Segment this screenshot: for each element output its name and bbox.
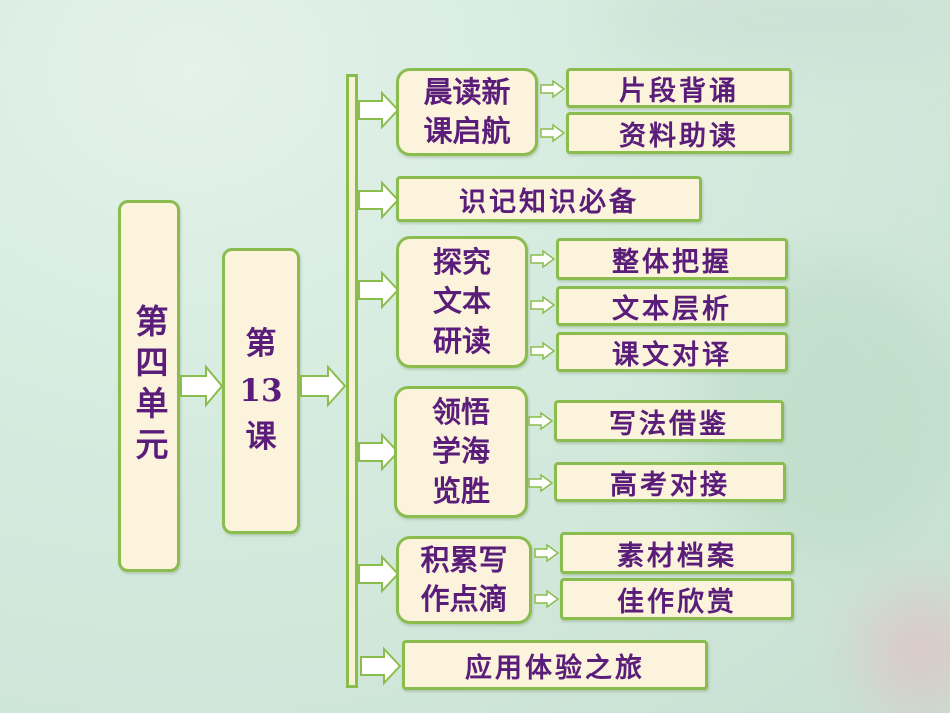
section-box-6: 应用体验之旅 <box>402 640 708 690</box>
child-box-1a: 片段背诵 <box>566 68 792 108</box>
section-box-3: 探究 文本 研读 <box>396 236 528 368</box>
arrow-small-4a <box>528 411 554 431</box>
section-box-2: 识记知识必备 <box>396 176 702 222</box>
child-box-3b: 文本层析 <box>556 286 788 326</box>
arrow-small-1a <box>540 79 566 99</box>
arrow-unit-to-lesson <box>180 364 224 408</box>
child-label-4b: 高考对接 <box>610 469 730 501</box>
section-box-5: 积累写 作点滴 <box>396 536 532 624</box>
arrow-small-3a <box>530 249 556 269</box>
arrow-to-section-3 <box>358 270 400 310</box>
arrow-to-section-2 <box>358 180 400 220</box>
lesson-box: 第 13 课 <box>222 248 300 534</box>
arrow-small-5a <box>534 543 560 563</box>
child-label-4a: 写法借鉴 <box>609 408 729 440</box>
child-box-5b: 佳作欣赏 <box>560 578 794 620</box>
section-box-4: 领悟 学海 览胜 <box>394 386 528 518</box>
unit-label: 第四单元 <box>130 304 169 468</box>
section-label-1: 晨读新 课启航 <box>423 74 511 148</box>
child-box-1b: 资料助读 <box>566 112 792 154</box>
child-box-3a: 整体把握 <box>556 238 788 280</box>
arrow-small-3b <box>530 295 556 315</box>
arrow-small-3c <box>530 341 556 361</box>
section-label-3: 探究 文本 研读 <box>432 245 491 358</box>
section-bracket <box>346 74 358 688</box>
child-label-1b: 资料助读 <box>619 120 739 152</box>
arrow-to-section-4 <box>358 432 400 472</box>
section-label-4: 领悟 学海 览胜 <box>431 395 490 508</box>
section-label-5: 积累写 作点滴 <box>420 542 508 616</box>
arrow-to-section-1 <box>358 90 400 130</box>
arrow-lesson-to-bracket <box>300 364 347 408</box>
child-box-4b: 高考对接 <box>554 462 786 502</box>
lesson-label: 第 13 课 <box>239 326 283 456</box>
section-label-2: 识记知识必备 <box>459 186 639 218</box>
child-label-3b: 文本层析 <box>612 293 732 325</box>
arrow-to-section-5 <box>358 554 400 594</box>
child-label-1a: 片段背诵 <box>619 75 739 107</box>
arrow-small-5b <box>534 589 560 609</box>
section-box-1: 晨读新 课启航 <box>396 68 538 156</box>
child-label-5a: 素材档案 <box>617 540 737 572</box>
child-label-3c: 课文对译 <box>612 339 732 371</box>
arrow-to-section-6 <box>360 646 402 686</box>
background-mountain-wash <box>600 0 950 60</box>
child-label-5b: 佳作欣赏 <box>617 586 737 618</box>
child-label-3a: 整体把握 <box>612 246 732 278</box>
child-box-4a: 写法借鉴 <box>554 400 784 442</box>
unit-box: 第四单元 <box>118 200 180 572</box>
child-box-3c: 课文对译 <box>556 332 788 372</box>
arrow-small-1b <box>540 123 566 143</box>
background-lotus-flower <box>860 590 950 710</box>
section-label-6: 应用体验之旅 <box>465 652 645 684</box>
child-box-5a: 素材档案 <box>560 532 794 574</box>
arrow-small-4b <box>528 473 554 493</box>
